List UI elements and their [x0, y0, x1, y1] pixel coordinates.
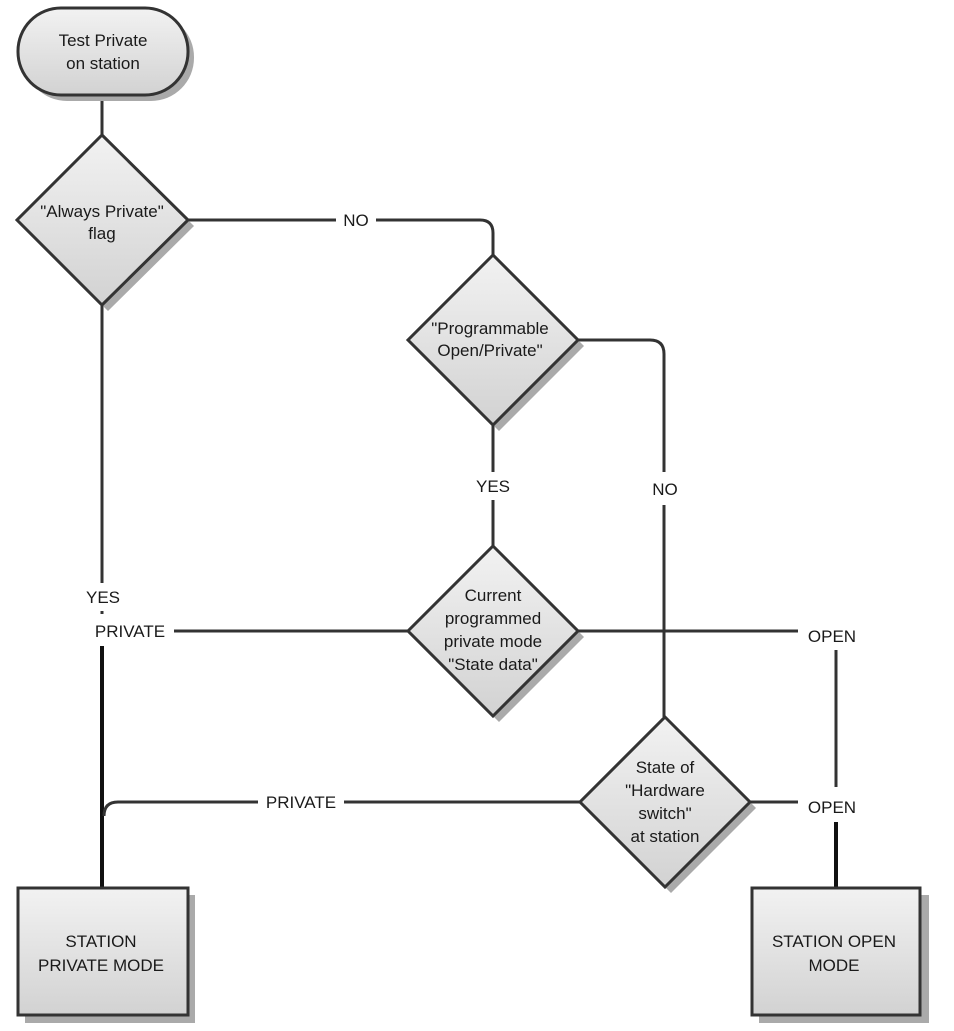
private-mode-box: STATION PRIVATE MODE: [16, 886, 195, 1023]
edge-always-no-to-programmable: [188, 218, 495, 255]
edge-label-current-open: OPEN: [808, 627, 856, 646]
private-mode-label-line-1: STATION: [65, 932, 136, 951]
start-terminator: Test Private on station: [16, 6, 194, 101]
start-label-line-1: Test Private: [59, 31, 148, 50]
always-private-decision: "Always Private" flag: [14, 132, 194, 311]
hardware-switch-label-line-3: switch": [638, 804, 691, 823]
open-mode-label-line-2: MODE: [809, 956, 860, 975]
hardware-switch-label-line-2: "Hardware: [625, 781, 705, 800]
edge-label-programmable-yes: YES: [476, 477, 510, 496]
open-mode-box: STATION OPEN MODE: [750, 886, 929, 1023]
hardware-switch-decision: State of "Hardware switch" at station: [577, 714, 756, 893]
current-mode-label-line-2: programmed: [445, 609, 541, 628]
edge-label-hardware-private: PRIVATE: [266, 793, 336, 812]
private-mode-label-line-2: PRIVATE MODE: [38, 956, 164, 975]
edge-current-open: [578, 629, 838, 787]
programmable-decision: "Programmable Open/Private": [405, 252, 584, 431]
edge-label-always-no: NO: [343, 211, 369, 230]
edge-label-programmable-no: NO: [652, 480, 678, 499]
edge-hardware-private: [102, 800, 580, 817]
programmable-label-line-2: Open/Private": [437, 341, 542, 360]
edge-label-always-yes: YES: [86, 588, 120, 607]
current-mode-label-line-3: private mode: [444, 632, 542, 651]
current-mode-label-line-4: "State data": [448, 655, 538, 674]
current-mode-label-line-1: Current: [465, 586, 522, 605]
edge-programmable-no-to-hardware: [578, 338, 666, 717]
always-private-label-line-1: "Always Private": [40, 202, 164, 221]
open-mode-label-line-1: STATION OPEN: [772, 932, 896, 951]
hardware-switch-label-line-1: State of: [636, 758, 695, 777]
edge-label-hardware-open: OPEN: [808, 798, 856, 817]
hardware-switch-label-line-4: at station: [631, 827, 700, 846]
edge-label-current-private: PRIVATE: [95, 622, 165, 641]
always-private-label-line-2: flag: [88, 224, 115, 243]
current-mode-decision: Current programmed private mode "State d…: [405, 543, 584, 722]
start-label-line-2: on station: [66, 54, 140, 73]
programmable-label-line-1: "Programmable: [431, 319, 549, 338]
